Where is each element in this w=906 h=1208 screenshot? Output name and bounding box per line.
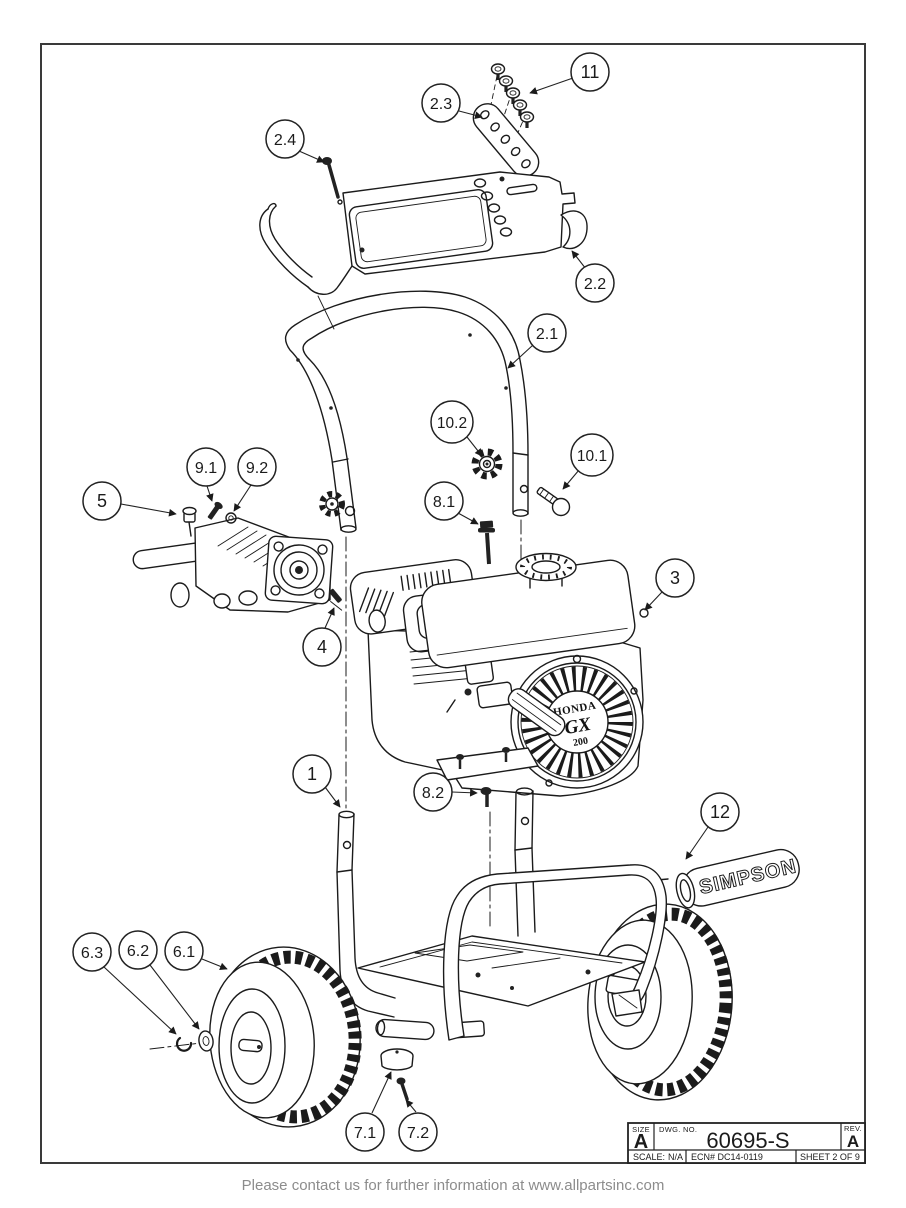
svg-text:7.2: 7.2	[407, 1125, 429, 1142]
callout-2-4: 2.4	[265, 119, 325, 163]
rev-label: REV.	[844, 1124, 862, 1133]
engine-part: HONDA GX 200	[349, 552, 649, 797]
screw-cluster	[490, 63, 535, 128]
svg-text:2.1: 2.1	[536, 326, 558, 343]
grip-part: SIMPSON	[675, 848, 800, 909]
svg-text:2.4: 2.4	[274, 132, 296, 149]
callout-4: 4	[302, 607, 342, 667]
svg-text:8.2: 8.2	[422, 785, 444, 802]
callout-7-1: 7.1	[345, 1071, 392, 1152]
engine-bolt-top-part	[478, 520, 495, 565]
svg-text:9.1: 9.1	[195, 460, 217, 477]
svg-text:2.2: 2.2	[584, 276, 606, 293]
engine-bolt-bottom-part	[480, 787, 492, 807]
engine-cc-label: 200	[572, 735, 589, 748]
pump-assembly-part	[132, 501, 342, 613]
engine-fuel-cap	[515, 552, 577, 589]
callout-9-2: 9.2	[233, 447, 277, 512]
retaining-clip	[175, 1036, 193, 1052]
callout-6-3: 6.3	[72, 932, 177, 1035]
title-block: SIZE A DWG. NO. 60695-S REV. A SCALE: N/…	[627, 1122, 866, 1164]
sheet-value: SHEET 2 OF 9	[800, 1152, 860, 1162]
svg-text:2.3: 2.3	[430, 96, 452, 113]
scale-value: N/A	[668, 1152, 683, 1162]
loop-handle	[442, 864, 668, 1041]
svg-text:9.2: 9.2	[246, 460, 268, 477]
panel-support-arm	[259, 208, 309, 288]
wheel-washer	[198, 1030, 214, 1052]
knob-part	[471, 448, 503, 480]
callout-3: 3	[644, 558, 695, 611]
callout-2-1: 2.1	[507, 313, 567, 369]
rubber-foot-part	[380, 1048, 414, 1071]
svg-text:12: 12	[710, 802, 730, 822]
engine-model-label: GX	[563, 714, 594, 739]
frame-right-tube	[514, 787, 536, 937]
svg-text:6.1: 6.1	[173, 944, 195, 961]
frame-assembly	[175, 787, 733, 1128]
recoil-pull-handle	[507, 688, 566, 737]
callout-8-1: 8.1	[424, 481, 479, 525]
callout-2-2: 2.2	[571, 250, 615, 303]
svg-text:6.3: 6.3	[81, 945, 103, 962]
callout-7-2: 7.2	[398, 1099, 438, 1152]
axle-stub	[375, 1018, 435, 1041]
svg-text:1: 1	[307, 764, 317, 784]
callout-12: 12	[685, 792, 740, 860]
size-label: SIZE	[632, 1125, 650, 1134]
callout-11: 11	[529, 52, 610, 95]
svg-text:8.1: 8.1	[433, 494, 455, 511]
callout-6-1: 6.1	[164, 931, 228, 971]
svg-text:5: 5	[97, 491, 107, 511]
svg-text:3: 3	[670, 568, 680, 588]
size-value: A	[634, 1131, 648, 1153]
sheet-border	[40, 43, 866, 1164]
footer-contact-text: Please contact us for further informatio…	[242, 1177, 665, 1194]
callout-10-2: 10.2	[430, 400, 483, 457]
pump-washer	[225, 512, 237, 524]
ecn-value: ECN# DC14-0119	[691, 1152, 763, 1162]
callout-5: 5	[82, 481, 177, 521]
svg-text:10.1: 10.1	[577, 448, 607, 465]
pump-bolt	[207, 501, 223, 520]
bracket-plate-part	[472, 103, 540, 177]
svg-text:7.1: 7.1	[354, 1125, 376, 1142]
svg-text:4: 4	[317, 637, 327, 657]
callout-9-1: 9.1	[186, 447, 226, 502]
engine-recoil-starter: HONDA GX 200	[507, 654, 644, 789]
svg-text:6.2: 6.2	[127, 943, 149, 960]
callout-8-2: 8.2	[413, 772, 478, 812]
control-panel-part	[259, 171, 588, 330]
pump-flange	[264, 535, 334, 605]
handle-bolt-part	[536, 486, 571, 517]
left-knob	[319, 491, 345, 517]
injector-fitting	[182, 506, 197, 537]
shaft-key	[329, 588, 342, 603]
callout-6-2: 6.2	[118, 930, 200, 1030]
callout-2-3: 2.3	[421, 83, 483, 123]
panel-hook-bracket	[560, 210, 588, 250]
dwg-no-label: DWG. NO.	[659, 1125, 697, 1134]
rev-value: A	[847, 1132, 859, 1151]
screw-set-part	[488, 63, 535, 145]
panel-screw-part	[322, 157, 343, 205]
svg-text:10.2: 10.2	[437, 415, 467, 432]
svg-text:11: 11	[581, 62, 600, 82]
left-wheel	[209, 946, 362, 1128]
upper-handle-part	[284, 290, 529, 533]
scale-label: SCALE:	[633, 1152, 665, 1162]
callout-10-1: 10.1	[562, 433, 614, 490]
engine-mount-bracket	[436, 747, 539, 781]
dwg-no-value: 60695-S	[706, 1128, 789, 1153]
foot-screw-part	[396, 1077, 409, 1101]
callout-1: 1	[292, 754, 341, 808]
